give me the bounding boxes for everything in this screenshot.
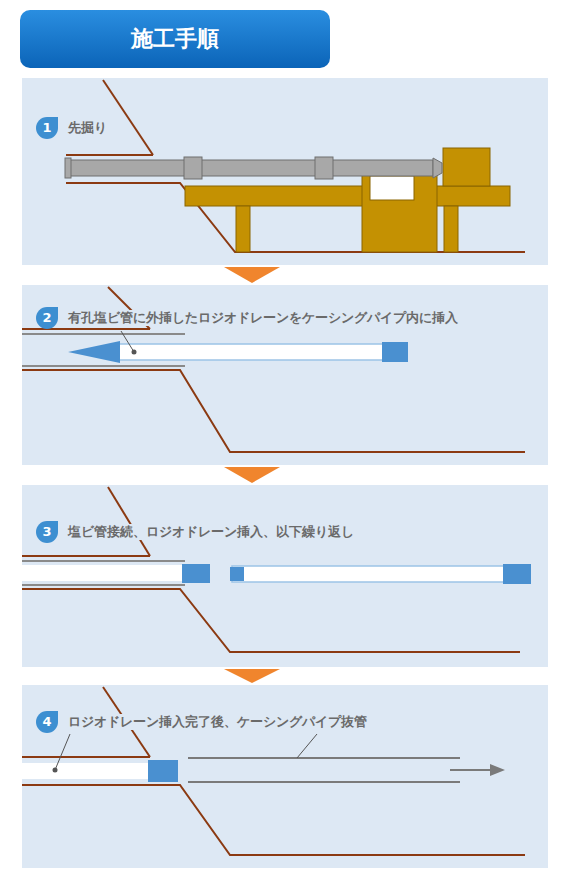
drilling-illustration <box>22 78 548 265</box>
flow-arrow <box>224 669 280 683</box>
flow-arrowhead <box>224 669 280 683</box>
step-panel: 4 ロジオドレーン挿入完了後、ケーシングパイプ抜管 <box>22 685 548 868</box>
step-panel: 3 塩ビ管接続、ロジオドレーン挿入、以下繰り返し <box>22 485 548 667</box>
flow-arrowhead <box>224 267 280 283</box>
step-text: 先掘り <box>66 120 109 136</box>
step-text: 塩ビ管接続、ロジオドレーン挿入、以下繰り返し <box>66 524 356 540</box>
step-panel: 1 先掘り <box>22 78 548 265</box>
step-text: ロジオドレーン挿入完了後、ケーシングパイプ抜管 <box>66 714 369 730</box>
step-text: 有孔塩ビ管に外挿したロジオドレーンをケーシングパイプ内に挿入 <box>66 310 460 326</box>
step-panel: 2 有孔塩ビ管に外挿したロジオドレーンをケーシングパイプ内に挿入 <box>22 285 548 465</box>
flow-arrow <box>224 267 280 283</box>
step-number: 4 <box>36 711 58 733</box>
step-number: 1 <box>36 117 58 139</box>
repeat-illustration <box>22 485 548 667</box>
withdrawal-illustration <box>22 685 548 868</box>
flow-arrow <box>224 467 280 483</box>
flow-arrowhead <box>224 467 280 483</box>
title-banner: 施工手順 <box>20 10 330 68</box>
step-number: 2 <box>36 307 58 329</box>
step-number: 3 <box>36 521 58 543</box>
